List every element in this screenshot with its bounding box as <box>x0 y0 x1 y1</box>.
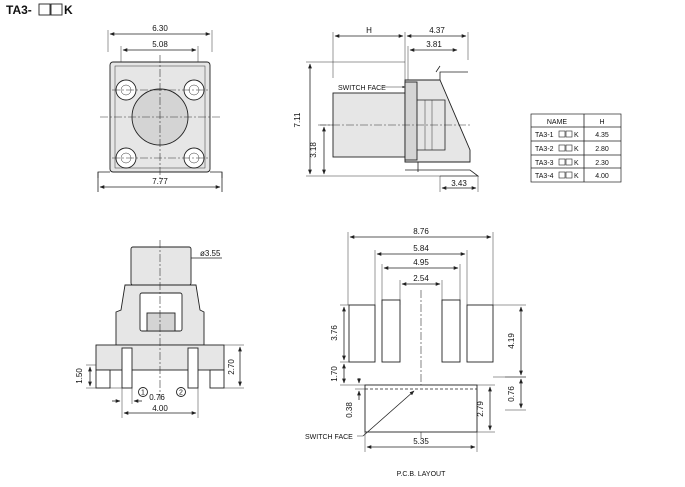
dim-label-gap: 1.70 <box>330 366 339 382</box>
table-row-name: TA3-2 <box>535 146 554 153</box>
pcb-layout: 8.76 5.84 4.95 2.54 3.76 1.70 <box>305 227 526 478</box>
side-bottom-lead <box>405 169 480 177</box>
switch-face-label-pcb: SWITCH FACE <box>305 434 353 441</box>
table-header-name: NAME <box>547 119 568 126</box>
side-view: H 4.37 3.81 SWITCH FACE 7.11 3.18 <box>293 26 480 192</box>
table-row-h: 4.35 <box>595 132 609 139</box>
pin-2-label: 2 <box>179 390 183 397</box>
dim-label-hole-spacing: 5.08 <box>152 40 168 49</box>
dim-label-diameter: ø3.55 <box>200 249 221 258</box>
switch-face-leader <box>362 390 415 437</box>
table-row: TA3-1 K 4.35 <box>535 130 609 139</box>
switch-face-label-side: SWITCH FACE <box>338 85 386 92</box>
table-row-h: 2.80 <box>595 146 609 153</box>
dim-label-second: 5.84 <box>413 244 429 253</box>
dim-label-lead-height: 1.50 <box>75 368 84 384</box>
table-header-h: H <box>599 119 604 126</box>
end-lead-1 <box>121 347 133 389</box>
title: TA3- K <box>6 3 73 17</box>
dim-label-outline-height: 2.79 <box>476 401 485 417</box>
front-view: 6.30 5.08 7.77 <box>97 24 223 192</box>
title-blank-box-1 <box>38 3 51 16</box>
side-body-front <box>404 81 418 161</box>
dim-label-small: 0.38 <box>345 402 354 418</box>
dim-label-right-small: 0.76 <box>507 386 516 402</box>
table-row: TA3-4 K 4.00 <box>535 171 609 180</box>
dim-label-lower-height: 3.18 <box>309 142 318 158</box>
title-suffix: K <box>64 3 73 17</box>
table-row-name: TA3-3 <box>535 160 554 167</box>
dim-label-third: 4.95 <box>413 258 429 267</box>
dim-label-pad-height: 3.76 <box>330 325 339 341</box>
table-row-name: TA3-4 <box>535 173 554 180</box>
end-plunger <box>130 246 192 286</box>
height-table: NAME H TA3-1 K 4.35 TA3-2 K 2.80 TA3-3 K… <box>530 113 622 183</box>
dim-label-h: H <box>366 26 372 35</box>
dim-label-total-height: 4.19 <box>507 333 516 349</box>
title-prefix: TA3- <box>6 3 32 17</box>
dim-label-width: 6.30 <box>152 24 168 33</box>
pin-2-marker <box>176 387 186 397</box>
pcb-switch-outline <box>364 384 478 433</box>
table-row-suffix: K <box>574 146 579 153</box>
dim-label-width-end: 4.00 <box>152 404 168 413</box>
bottom-view: ø3.55 1 2 1.50 2.70 0.76 4 <box>75 240 244 418</box>
pin-1-label: 1 <box>141 390 145 397</box>
dim-label-height: 7.11 <box>293 112 302 128</box>
table-row-h: 4.00 <box>595 173 609 180</box>
pcb-pad-outer-right <box>466 304 494 363</box>
dim-label-base-width: 7.77 <box>152 177 168 186</box>
dim-label-bottom: 3.43 <box>451 179 467 188</box>
dim-label-top: 4.37 <box>429 26 445 35</box>
table-row-suffix: K <box>574 160 579 167</box>
pcb-layout-caption: P.C.B. LAYOUT <box>397 471 446 478</box>
title-blank-box-2 <box>50 3 63 16</box>
dim-label-outer: 8.76 <box>413 227 429 236</box>
dim-label-outline-width: 5.35 <box>413 437 429 446</box>
pcb-pad-inner-left <box>381 299 401 363</box>
dim-label-top-inner: 3.81 <box>426 40 442 49</box>
pcb-pad-outer-left <box>348 304 376 363</box>
table-row-name: TA3-1 <box>535 132 554 139</box>
table-row-suffix: K <box>574 132 579 139</box>
pcb-pad-inner-right <box>441 299 461 363</box>
side-top-lead <box>439 71 468 80</box>
dim-label-height-end: 2.70 <box>227 359 236 375</box>
end-lead-2 <box>187 347 199 389</box>
table-row: TA3-3 K 2.30 <box>535 158 609 167</box>
pin-1-marker <box>138 387 148 397</box>
table-row-suffix: K <box>574 173 579 180</box>
table-row: TA3-2 K 2.80 <box>535 144 609 153</box>
dim-label-inner: 2.54 <box>413 274 429 283</box>
dim-label-pitch: 0.76 <box>149 393 165 402</box>
table-row-h: 2.30 <box>595 160 609 167</box>
